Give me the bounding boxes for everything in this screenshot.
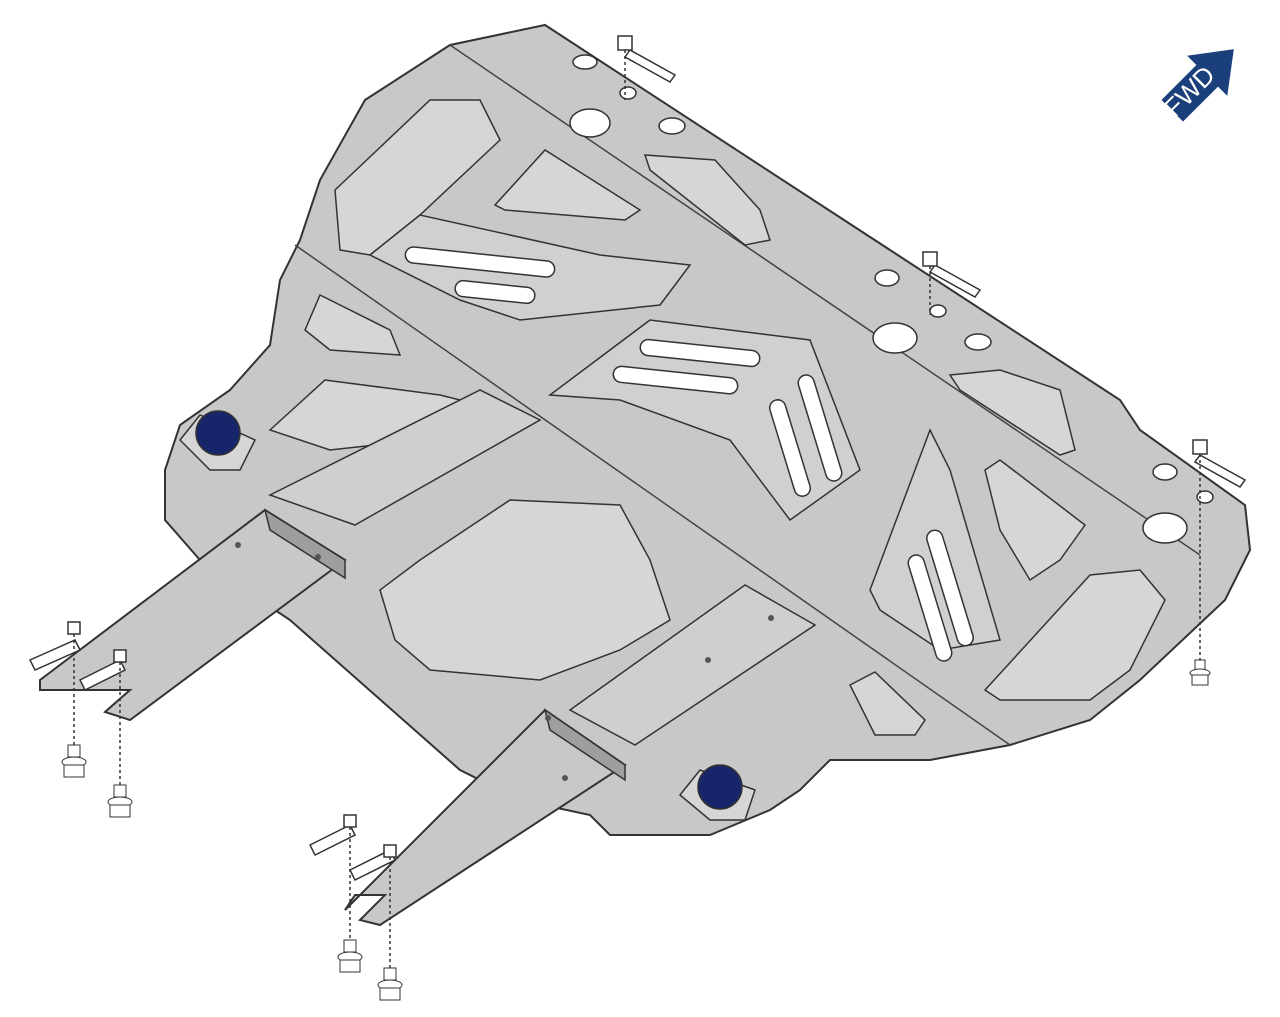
drain-plug-right [678, 764, 756, 821]
drain-plug-cap [195, 410, 241, 456]
mounting-hole [1196, 490, 1214, 504]
mounting-hole [569, 108, 611, 138]
recess-panel-front-left [334, 99, 501, 256]
mounting-holes [569, 54, 1214, 544]
recess-panel-right-rear [983, 569, 1166, 701]
mounting-hole [964, 333, 992, 351]
vent-slot [797, 374, 843, 482]
recess-triangle-right [984, 459, 1087, 582]
bolt [1189, 659, 1211, 686]
skid-plate [164, 23, 1252, 836]
recess-triangle-rear [848, 671, 926, 736]
vent-slot [926, 529, 974, 647]
front-fastener-left [617, 35, 677, 100]
mounting-hole [1142, 512, 1188, 544]
fwd-arrow-icon [1158, 46, 1237, 125]
vent-slot [454, 279, 536, 305]
fwd-direction-indicator: FWD [1158, 46, 1237, 125]
vent-slots [404, 246, 974, 662]
rear-fastener [348, 844, 403, 1001]
bolt [61, 744, 87, 778]
front-fastener-right [1189, 439, 1247, 686]
mounting-hole [619, 86, 637, 100]
bolt [107, 784, 133, 818]
recess-triangle-left [304, 293, 402, 356]
recess-panel-octagon [379, 499, 671, 681]
mounting-hole [658, 117, 686, 135]
mounting-hole [872, 322, 918, 354]
recess-triangle-front [493, 149, 642, 221]
rear-fastener [28, 621, 87, 778]
vent-slot [612, 365, 739, 395]
mounting-bracket-right [344, 584, 817, 927]
vent-slot [907, 554, 953, 662]
mounting-hole [572, 54, 598, 70]
drain-plug-cap [697, 764, 743, 810]
rear-fastener [78, 649, 133, 818]
vent-slot [639, 338, 761, 368]
recess-panel-front-right [643, 154, 771, 246]
recess-triangle-right-front [948, 369, 1076, 456]
drain-plug-left [178, 410, 257, 471]
mounting-hole [1152, 463, 1178, 481]
bolt [337, 939, 363, 973]
vent-slot [768, 399, 812, 497]
mounting-hole [929, 304, 947, 318]
vent-slot [404, 246, 556, 278]
front-fastener-middle [922, 251, 982, 315]
mounting-hole [874, 269, 900, 287]
rear-fastener [308, 814, 363, 973]
crease-line-middle [294, 244, 1011, 746]
bolt [377, 967, 403, 1001]
